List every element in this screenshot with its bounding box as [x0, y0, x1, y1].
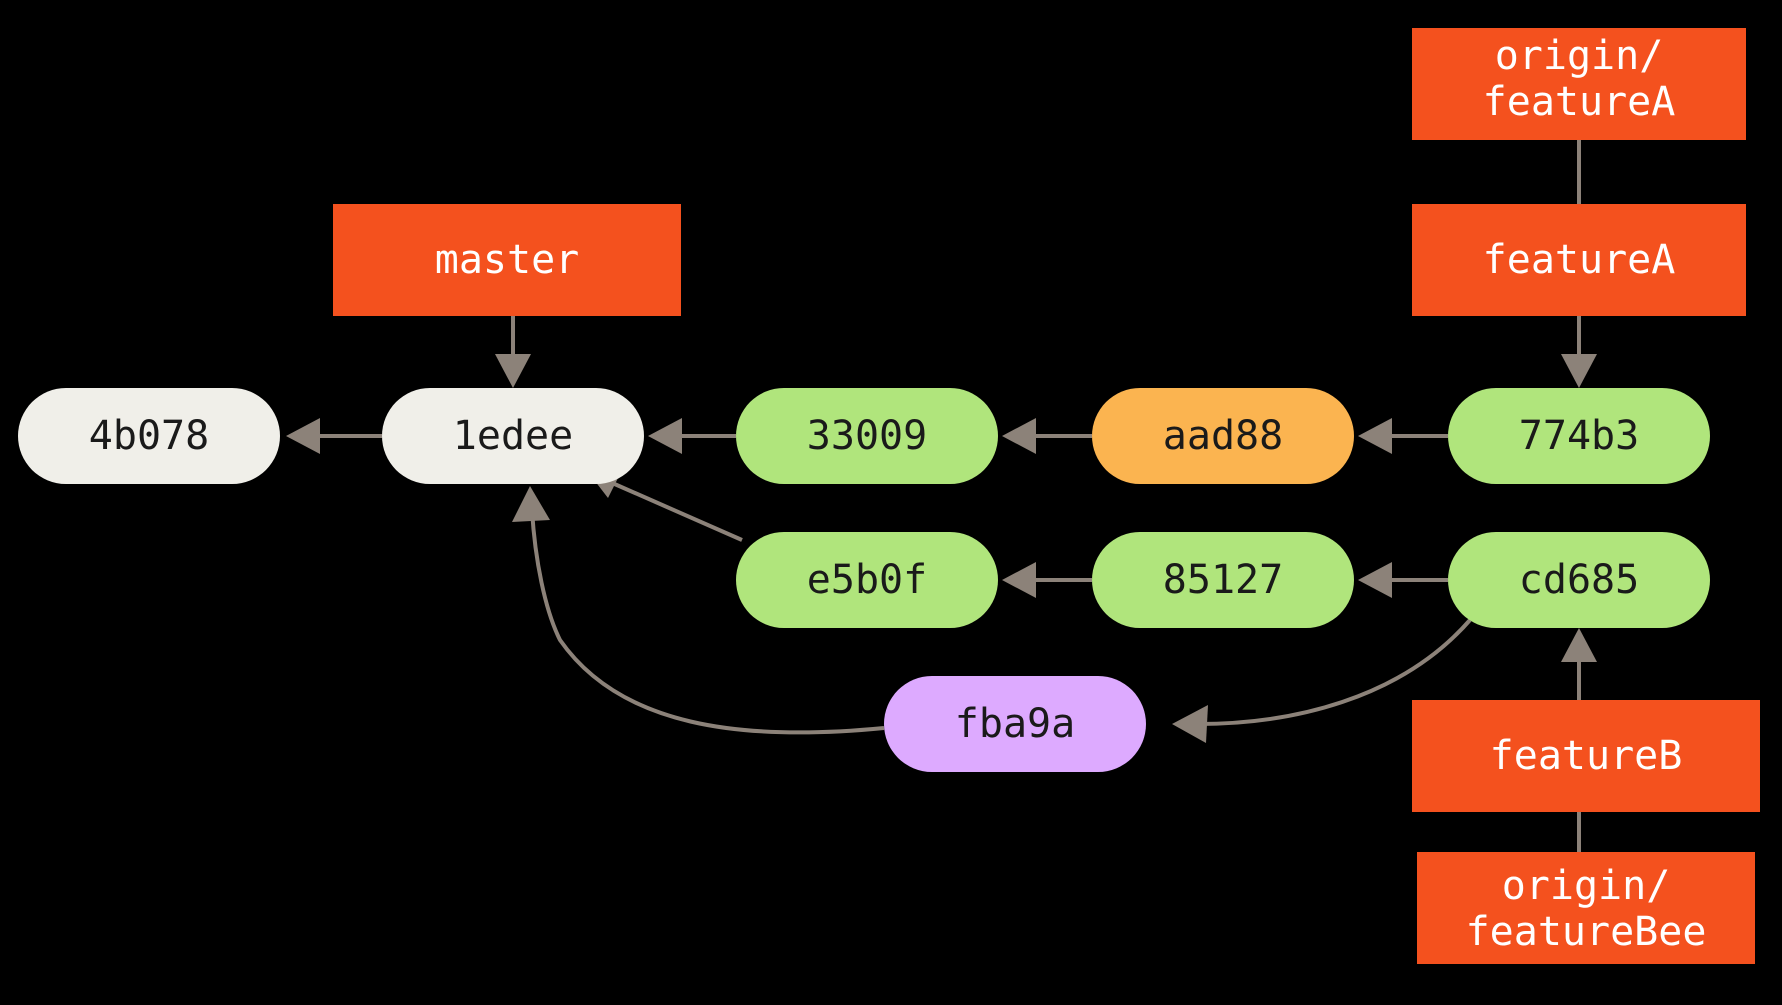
- commit-label-cd685: cd685: [1519, 557, 1639, 603]
- edge-33009-to-1edee: [648, 418, 736, 454]
- commit-label-85127: 85127: [1163, 557, 1283, 603]
- commit-node-33009[interactable]: 33009: [736, 388, 998, 484]
- edge-featureB-to-cd685: [1561, 628, 1597, 700]
- commit-node-aad88[interactable]: aad88: [1092, 388, 1354, 484]
- commit-node-e5b0f[interactable]: e5b0f: [736, 532, 998, 628]
- branch-label-featureA-text: featureA: [1483, 237, 1676, 283]
- commit-node-774b3[interactable]: 774b3: [1448, 388, 1710, 484]
- edge-fba9a-to-1edee: [512, 486, 885, 735]
- branch-label-featureA[interactable]: featureA: [1412, 204, 1746, 316]
- commit-label-fba9a: fba9a: [955, 701, 1075, 747]
- branch-label-origin-featureA-line2: featureA: [1483, 79, 1676, 125]
- edge-aad88-to-33009: [1002, 418, 1092, 454]
- edge-featureA-to-774b3: [1561, 316, 1597, 388]
- commit-label-4b078: 4b078: [89, 413, 209, 459]
- commit-node-4b078[interactable]: 4b078: [18, 388, 280, 484]
- commit-node-cd685[interactable]: cd685: [1448, 532, 1710, 628]
- commit-label-e5b0f: e5b0f: [807, 557, 927, 603]
- edge-774b3-to-aad88: [1358, 418, 1448, 454]
- commit-label-aad88: aad88: [1163, 413, 1283, 459]
- branch-label-master[interactable]: master: [333, 204, 681, 316]
- edge-cd685-to-85127: [1358, 562, 1448, 598]
- commit-label-33009: 33009: [807, 413, 927, 459]
- commit-node-fba9a[interactable]: fba9a: [884, 676, 1146, 772]
- branch-label-origin-featureA[interactable]: origin/ featureA: [1412, 28, 1746, 140]
- commit-label-774b3: 774b3: [1519, 413, 1639, 459]
- branch-labels-layer: origin/ featureA featureA master feature…: [333, 28, 1760, 964]
- commit-node-1edee[interactable]: 1edee: [382, 388, 644, 484]
- branch-label-origin-featureBee-line2: featureBee: [1466, 909, 1707, 955]
- branch-label-origin-featureA-line1: origin/: [1495, 33, 1664, 79]
- commits-layer: 4b078 1edee 33009 aad88 774b3 e5b0f: [18, 388, 1710, 772]
- commit-label-1edee: 1edee: [453, 413, 573, 459]
- commit-node-85127[interactable]: 85127: [1092, 532, 1354, 628]
- edge-master-to-1edee: [495, 316, 531, 388]
- branch-label-master-text: master: [435, 237, 580, 283]
- edge-cd685-to-fba9a: [1172, 618, 1472, 743]
- edge-1edee-to-4b078: [286, 418, 382, 454]
- branch-label-featureB-text: featureB: [1490, 733, 1683, 779]
- branch-label-origin-featureBee[interactable]: origin/ featureBee: [1417, 852, 1755, 964]
- edge-85127-to-e5b0f: [1002, 562, 1092, 598]
- branch-label-origin-featureBee-line1: origin/: [1502, 863, 1671, 909]
- branch-label-featureB[interactable]: featureB: [1412, 700, 1760, 812]
